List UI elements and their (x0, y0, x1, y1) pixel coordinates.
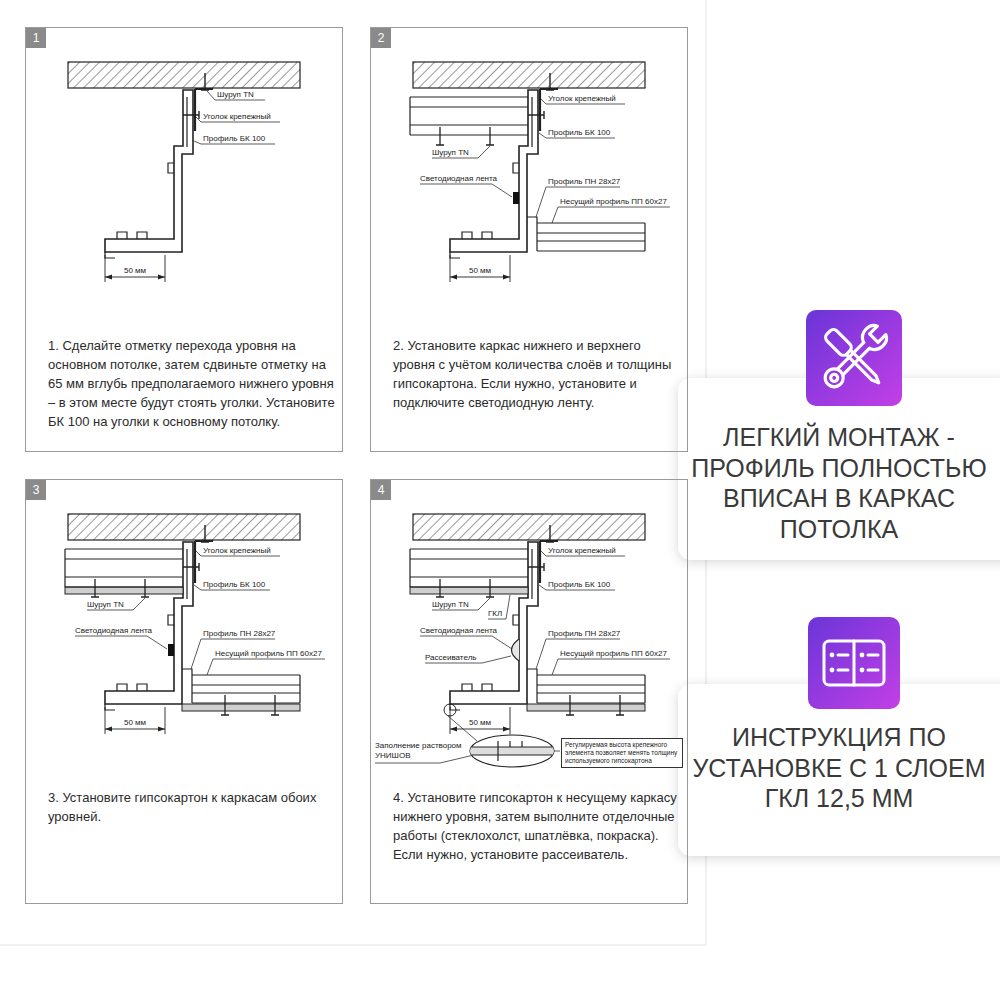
dimension-label: 50 мм (450, 266, 510, 276)
part-label: Шуруп TN (87, 600, 124, 610)
part-label: Профиль ПН 28х27 (203, 629, 275, 639)
tools-icon (806, 310, 902, 406)
part-label: Светодиодная лента (75, 626, 152, 636)
profile-drawing (68, 62, 300, 282)
part-label: Профиль БК 100 (548, 128, 610, 138)
drywall-drawing (65, 514, 325, 734)
step-instruction: 3. Установите гипсокартон к каркасам обо… (48, 788, 338, 826)
step-number: 2 (371, 28, 391, 48)
step-number: 1 (26, 28, 46, 48)
note-text: Регулируемая высота крепежного элемента … (565, 741, 679, 765)
part-label: Несущий профиль ПП 60х27 (560, 197, 667, 207)
step-instruction: 1. Сделайте отметку перехода уровня на о… (48, 336, 338, 431)
note-box: Регулируемая высота крепежного элемента … (561, 738, 683, 768)
note-label: Заполнение раствором УНИШОВ (375, 741, 467, 761)
part-label: ГКЛ (488, 609, 502, 619)
step-instruction: 2. Установите каркас нижнего и верхнего … (393, 336, 683, 412)
step-panel: 1 1. Сделайте отметку перехода уровня на … (25, 27, 343, 452)
part-label: Светодиодная лента (420, 626, 497, 636)
step-panel: 3 3. Установите гипсокартон к каркасам об… (25, 479, 343, 904)
finish-drawing (375, 514, 670, 767)
feature-card: ЛЕГКИЙ МОНТАЖ - ПРОФИЛЬ ПОЛНОСТЬЮ ВПИСАН… (678, 378, 1000, 560)
step-number: 4 (371, 480, 391, 500)
part-label: Шуруп TN (217, 90, 254, 100)
page-frame (0, 0, 706, 945)
frame-drawing (410, 62, 670, 282)
part-label: Уголок крепежный (548, 94, 616, 104)
dimension-label: 50 мм (105, 266, 165, 276)
part-label: Светодиодная лента (420, 174, 497, 184)
feature-card: ИНСТРУКЦИЯ ПО УСТАНОВКЕ С 1 СЛОЕМ ГКЛ 12… (678, 684, 1000, 856)
feature-text: ЛЕГКИЙ МОНТАЖ - ПРОФИЛЬ ПОЛНОСТЬЮ ВПИСАН… (678, 422, 1000, 544)
card-background (678, 684, 1000, 856)
part-label: Шуруп TN (432, 600, 469, 610)
step-number: 3 (26, 480, 46, 500)
part-label: Несущий профиль ПП 60х27 (215, 649, 322, 659)
part-label: Несущий профиль ПП 60х27 (560, 649, 667, 659)
part-label: Уголок крепежный (203, 546, 271, 556)
part-label: Рассеиватель (425, 653, 476, 663)
part-label: Профиль БК 100 (203, 580, 265, 590)
dimension-label: 50 мм (105, 718, 165, 728)
part-label: Профиль БК 100 (548, 580, 610, 590)
part-label: Уголок крепежный (548, 546, 616, 556)
feature-text: ИНСТРУКЦИЯ ПО УСТАНОВКЕ С 1 СЛОЕМ ГКЛ 12… (678, 722, 1000, 814)
part-label: Шуруп TN (432, 148, 469, 158)
step-panel: 4 4. Установите гипсокартон к несущему ка… (370, 479, 688, 904)
part-label: Профиль ПН 28х27 (548, 629, 620, 639)
dimension-label: 50 мм (450, 718, 510, 728)
panel-icon (808, 617, 900, 709)
part-label: Уголок крепежный (203, 112, 271, 122)
step-instruction: 4. Установите гипсокартон к несущему кар… (393, 788, 683, 864)
part-label: Профиль БК 100 (203, 134, 265, 144)
part-label: Профиль ПН 28х27 (548, 177, 620, 187)
step-panel: 2 2. Установите каркас нижнего и верхнего… (370, 27, 688, 452)
